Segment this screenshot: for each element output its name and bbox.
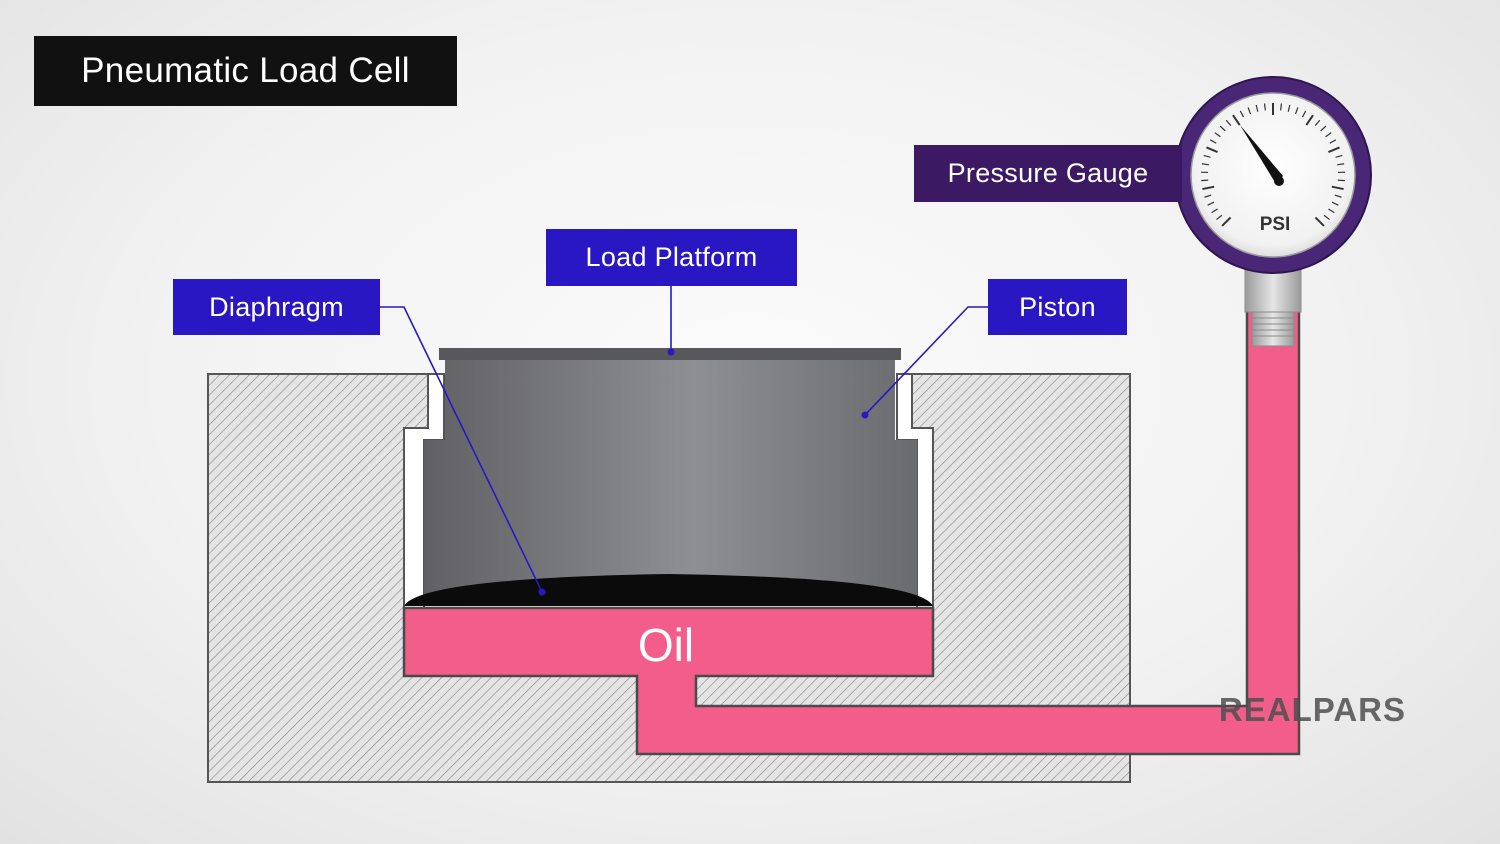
gauge-tick [1337,163,1345,166]
gauge-tick [1225,119,1232,126]
leader-dot-load-platform [667,348,675,356]
gauge-tick [1294,107,1299,115]
gauge-tick [1202,185,1215,191]
gauge-tick [1232,114,1241,126]
gauge-tick [1331,185,1344,191]
leader-diaphragm [380,306,543,593]
leader-lines [380,286,988,593]
gauge-tick [1328,208,1335,214]
gauge-tick [1209,139,1217,144]
gauge-tick [1320,125,1327,132]
gauge-tick [1335,154,1343,158]
gauge-tick [1287,104,1291,112]
gauge-tick [1239,110,1245,118]
brand-logo: REALPARS [1219,691,1406,728]
gauge-tick [1221,216,1232,227]
gauge-tick [1314,216,1325,227]
gauge-tick [1325,132,1332,138]
gauge-tick [1255,104,1259,112]
gauge-tick [1331,201,1339,206]
gauge-tick [1263,103,1266,111]
gauge-tick [1328,146,1340,153]
piston-label: Piston [988,279,1127,335]
gauge-tick [1337,179,1345,182]
gauge-tick [1211,208,1218,214]
gauge-tick [1216,214,1223,221]
diaphragm [404,574,933,606]
gauge-tick [1219,125,1226,132]
gauge-tick [1206,146,1218,153]
gauge-tick [1323,214,1330,221]
leader-dot-diaphragm [538,588,546,596]
gauge-unit-label: PSI [1260,214,1291,235]
gauge-ticks [1201,103,1345,227]
pressure-gauge-label: Pressure Gauge [914,145,1182,202]
gauge-tick [1201,163,1209,166]
piston-body [424,359,917,600]
gauge-tick [1204,194,1212,198]
pressure-gauge-icon: PSI [1174,76,1372,347]
gauge-tick [1247,107,1252,115]
diaphragm-label: Diaphragm [173,279,380,335]
gauge-tick [1329,139,1337,144]
gauge-hub [1274,176,1284,186]
gauge-thread [1251,311,1295,347]
gauge-tick [1203,154,1211,158]
gauge-tick [1201,179,1209,182]
gauge-tick [1314,119,1321,126]
gauge-needle [1240,125,1283,184]
oil-label: Oil [638,619,694,671]
gauge-tick [1214,132,1221,138]
diagram-title: Pneumatic Load Cell [34,36,457,106]
gauge-tick [1280,103,1283,111]
leader-piston [864,306,988,416]
gauge-tick [1207,201,1215,206]
load-platform-label: Load Platform [546,229,797,286]
leader-dot-piston [861,411,869,419]
gauge-tick [1301,110,1307,118]
gauge-tick [1305,114,1314,126]
gauge-tick [1334,194,1342,198]
